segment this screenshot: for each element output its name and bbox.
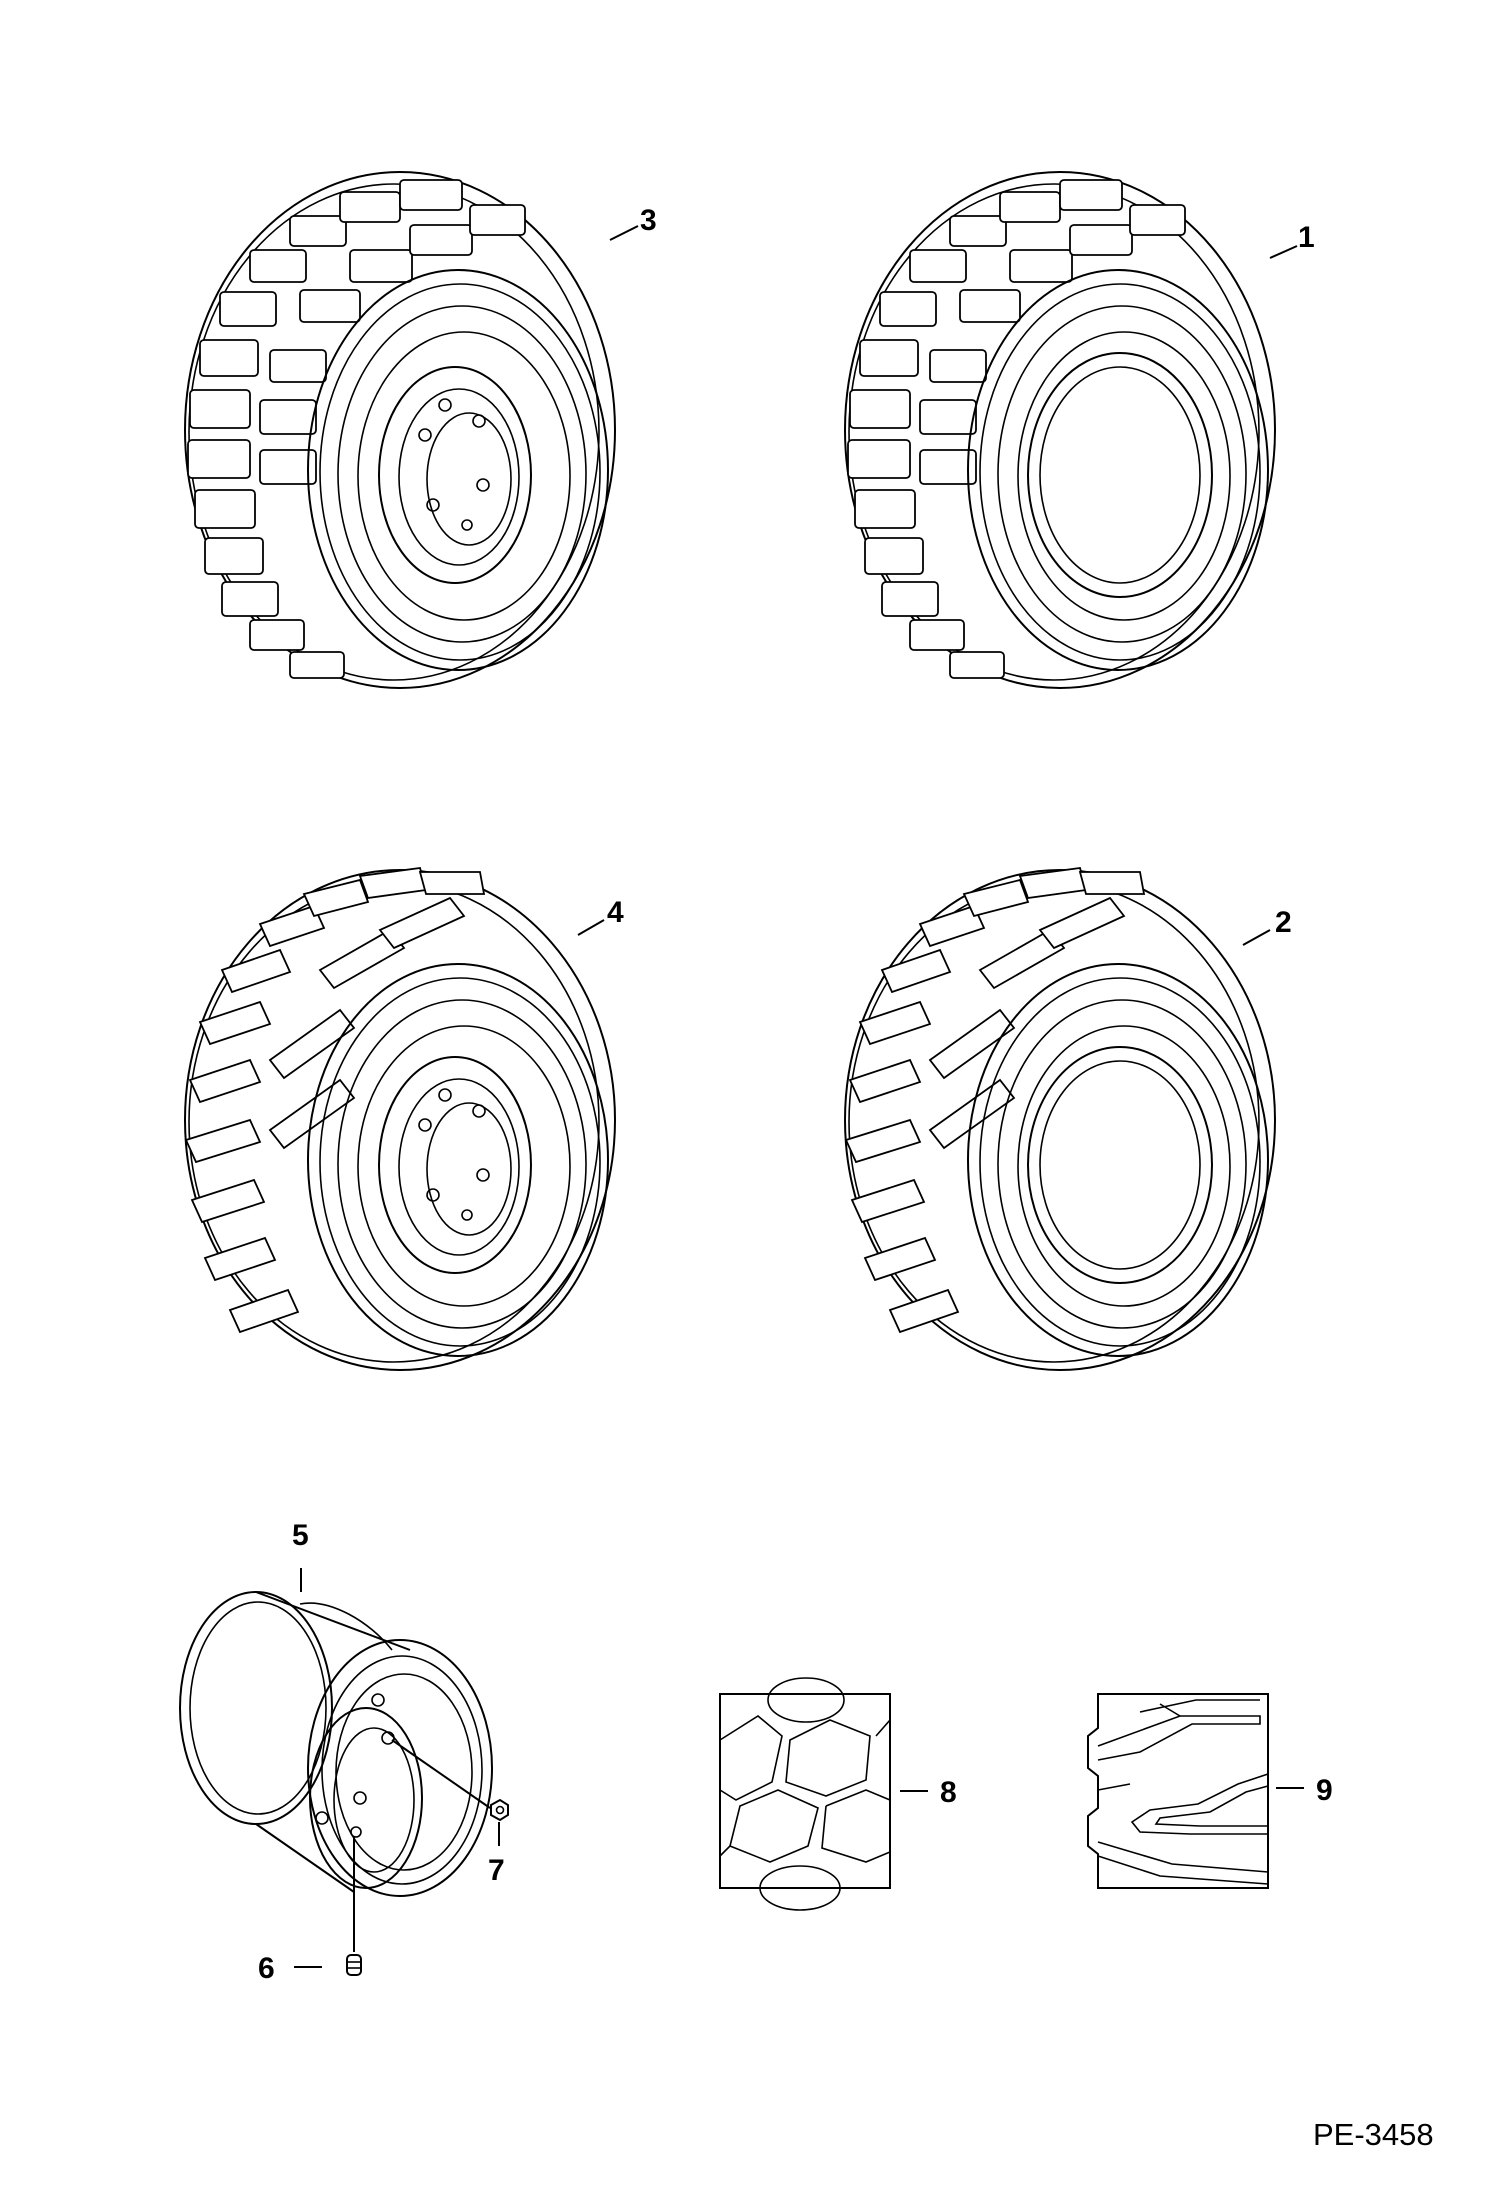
leader-line-1 (1269, 245, 1298, 259)
tire-lug-tread: 2 (844, 867, 1292, 1371)
tire-with-rim-block-tread: 3 (184, 171, 657, 689)
tire-bead-opening (1027, 352, 1213, 598)
wheel-nut: 7 (391, 1739, 509, 1887)
callout-4: 4 (607, 896, 624, 929)
valve-stem-icon (346, 1954, 362, 1976)
tread-pattern-lug: 9 (1087, 1693, 1333, 1889)
rim-center-icon (378, 366, 532, 584)
callout-2: 2 (1275, 906, 1292, 939)
tire-bead-opening (1027, 1046, 1213, 1284)
block-tread-pattern-icon (719, 1693, 891, 1889)
callout-1: 1 (1298, 221, 1315, 254)
wheel-nut-icon (490, 1798, 509, 1822)
tread-pattern-block: 8 (719, 1677, 957, 1911)
callout-5: 5 (292, 1519, 309, 1552)
callout-9: 9 (1316, 1774, 1333, 1807)
tire-with-rim-lug-tread: 4 (184, 867, 624, 1371)
callout-7: 7 (488, 1854, 505, 1887)
leader-line-4 (577, 919, 605, 936)
leader-line-7 (391, 1739, 491, 1809)
leader-line-3 (609, 225, 639, 241)
callout-3: 3 (640, 204, 657, 237)
callout-6: 6 (258, 1952, 275, 1985)
figure-code: PE-3458 (1313, 2117, 1434, 2152)
valve-stem: 6 (258, 1836, 362, 1985)
rim-center-icon (378, 1056, 532, 1274)
wheel-rim: 5 (179, 1519, 493, 1897)
callout-8: 8 (940, 1776, 957, 1809)
tire-block-tread: 1 (844, 171, 1315, 689)
leader-line-2 (1242, 929, 1271, 946)
lug-tread-pattern-icon (1087, 1693, 1269, 1889)
